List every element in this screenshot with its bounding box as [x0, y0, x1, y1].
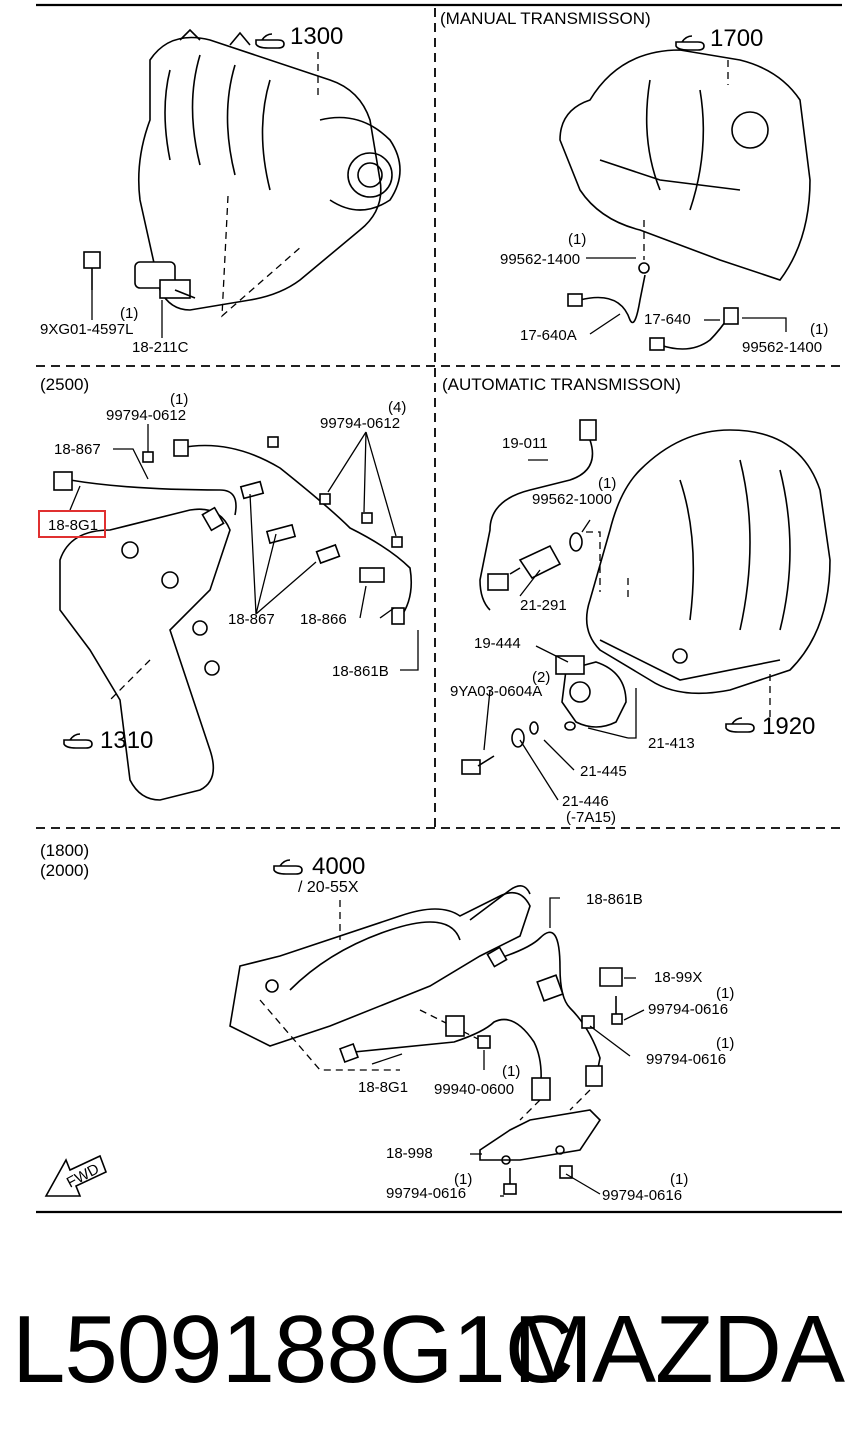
label-part: 21-291: [520, 597, 567, 614]
label-part: 17-640A: [520, 327, 577, 344]
label-qty: (1): [170, 391, 188, 408]
harness-bracket: [479, 1109, 602, 1165]
label-part: 99940-0600: [434, 1081, 514, 1098]
catalytic-converter: [229, 885, 531, 1047]
pointing-hand-icon: [273, 859, 303, 875]
label-qty: (1): [120, 305, 138, 322]
ref-1920: 1920: [762, 713, 815, 740]
label-part: 19-011: [502, 435, 548, 452]
part-number: L509188G1C: [12, 1296, 574, 1403]
header-automatic-transmission: (AUTOMATIC TRANSMISSON): [442, 375, 681, 394]
label-part: 18-99X: [654, 969, 702, 986]
rear-oxygen-sensor: [486, 931, 603, 1087]
label-part: 17-640: [644, 311, 691, 328]
label-part: 9YA03-0604A: [450, 683, 542, 700]
label-part: 99562-1400: [742, 339, 822, 356]
ref-4000-sub: / 20-55X: [298, 879, 359, 896]
label-qty: (1): [454, 1171, 472, 1188]
label-part: 99794-0616: [646, 1051, 726, 1068]
manual-transmission: [559, 49, 811, 281]
turbine-sensor-harness: [479, 419, 597, 611]
label-part-highlighted: 18-8G1: [48, 517, 98, 534]
bolt: [461, 755, 495, 775]
exhaust-manifold: [59, 508, 231, 801]
pointing-hand-icon: [725, 717, 755, 733]
label-qty: (4): [388, 399, 406, 416]
ref-1700: 1700: [710, 25, 763, 52]
label-part: 18-998: [386, 1145, 433, 1162]
transmission-range-switch: [555, 655, 627, 731]
label-bolt: 9XG01-4597L: [40, 321, 133, 338]
label-part: 99562-1000: [532, 491, 612, 508]
label-qty: (1): [670, 1171, 688, 1188]
forward-arrow-icon: FWD: [44, 1154, 108, 1197]
label-qty: (1): [716, 985, 734, 1002]
bolt: [503, 1165, 573, 1195]
pointing-hand-icon: [255, 33, 285, 49]
automatic-transmission: [585, 429, 831, 695]
footer: L509188G1C MAZDA: [0, 1295, 864, 1405]
header-manual-transmission: (MANUAL TRANSMISSON): [440, 9, 651, 28]
frame: [36, 3, 842, 1214]
label-map-sensor: 18-211C: [132, 339, 189, 356]
brand-name: MAZDA: [513, 1296, 845, 1403]
nut: [477, 1015, 595, 1049]
label-qty: (1): [810, 321, 828, 338]
pointing-hand-icon: [675, 35, 705, 51]
label-qty: (1): [502, 1063, 520, 1080]
intake-manifold: [137, 28, 401, 311]
ref-4000: 4000: [312, 853, 365, 880]
bracket: [239, 480, 385, 583]
highlight-box: [38, 510, 106, 538]
parts-diagram: (MANUAL TRANSMISSON) (2500) (AUTOMATIC T…: [36, 3, 842, 1214]
label-qty: (1): [568, 231, 586, 248]
label-part-sub: (-7A15): [566, 809, 616, 826]
label-part: 18-866: [300, 611, 347, 628]
label-part: 18-861B: [586, 891, 643, 908]
ref-1300: 1300: [290, 23, 343, 50]
label-part: 99794-0616: [602, 1187, 682, 1204]
label-part: 21-446: [562, 793, 609, 810]
label-part: 99562-1400: [500, 251, 580, 268]
speed-sensor-wire: [567, 274, 646, 324]
bolt: [611, 996, 623, 1025]
label-qty: (2): [532, 669, 550, 686]
label-part: 99794-0612: [106, 407, 186, 424]
bracket: [445, 967, 623, 1037]
switch-wire: [649, 307, 739, 351]
label-part: 18-867: [54, 441, 101, 458]
header-2000: (2000): [40, 861, 89, 880]
label-part: 19-444: [474, 635, 521, 652]
map-sensor: [134, 261, 196, 299]
pointing-hand-icon: [63, 733, 93, 749]
label-part: 21-413: [648, 735, 695, 752]
label-part: 99794-0616: [648, 1001, 728, 1018]
header-1800: (1800): [40, 841, 89, 860]
label-part: 18-867: [228, 611, 275, 628]
label-part: 18-8G1: [358, 1079, 408, 1096]
pulse-generator: [509, 544, 562, 580]
oxygen-sensor-harness: [53, 439, 413, 625]
bolt: [83, 251, 101, 290]
header-2500: (2500): [40, 375, 89, 394]
label-qty: (1): [716, 1035, 734, 1052]
front-oxygen-sensor: [339, 1018, 551, 1101]
label-part: 18-861B: [332, 663, 389, 680]
fwd-label: FWD: [64, 1160, 102, 1191]
label-qty: (1): [598, 475, 616, 492]
label-part: 21-445: [580, 763, 627, 780]
label-part: 99794-0612: [320, 415, 400, 432]
label-part: 99794-0616: [386, 1185, 466, 1202]
